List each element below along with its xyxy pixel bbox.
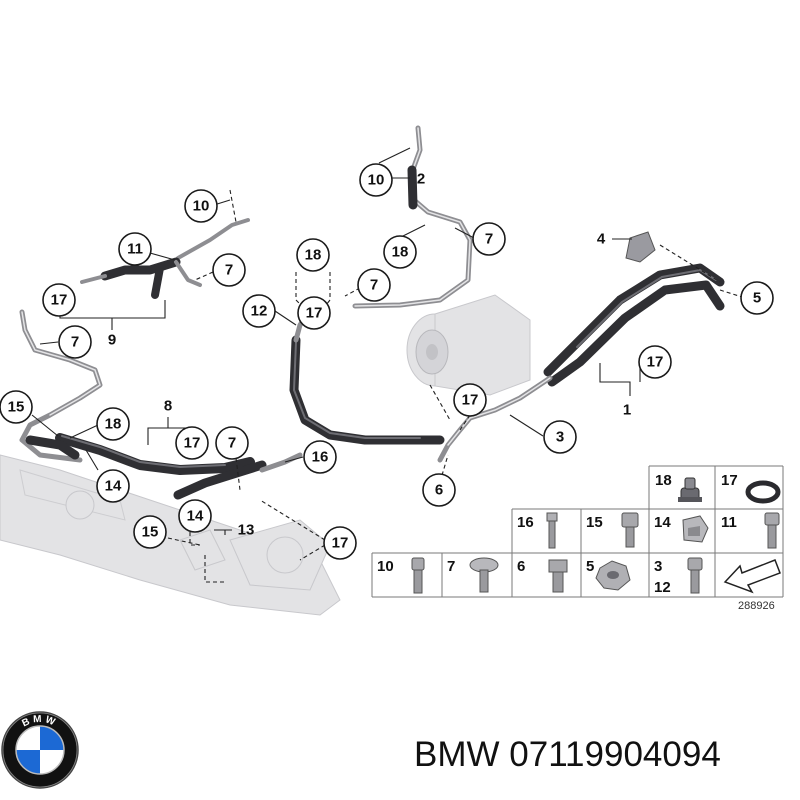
svg-text:15: 15 xyxy=(8,399,25,416)
callout-11: 11 xyxy=(118,232,152,266)
table-label-6: 6 xyxy=(517,558,525,575)
svg-text:7: 7 xyxy=(485,231,493,248)
callout-12: 12 xyxy=(242,294,276,328)
callout-5: 5 xyxy=(740,281,774,315)
hose-lines xyxy=(19,125,725,500)
svg-text:8: 8 xyxy=(164,398,172,415)
callout-7e: 7 xyxy=(215,426,249,460)
svg-text:7: 7 xyxy=(370,277,378,294)
callout-10a: 10 xyxy=(359,163,393,197)
svg-text:6: 6 xyxy=(435,482,443,499)
table-label-10: 10 xyxy=(377,558,394,575)
svg-text:7: 7 xyxy=(71,334,79,351)
callout-10b: 10 xyxy=(184,189,218,223)
svg-text:11: 11 xyxy=(127,241,143,258)
callout-4: 4 xyxy=(597,231,606,248)
svg-text:17: 17 xyxy=(332,535,349,552)
part-icon-grommet xyxy=(678,477,702,502)
table-label-12: 12 xyxy=(654,579,671,596)
part-icon-clamp xyxy=(682,515,709,543)
arrow-symbol-icon xyxy=(723,559,781,594)
svg-text:BMW: BMW xyxy=(20,714,59,730)
svg-text:7: 7 xyxy=(225,262,233,279)
svg-text:3: 3 xyxy=(556,429,564,446)
svg-text:4: 4 xyxy=(597,231,606,248)
svg-text:9: 9 xyxy=(108,332,116,349)
callout-2: 2 xyxy=(417,171,425,188)
part-icon-bolt-16 xyxy=(546,512,558,549)
part-icon-socket-screw-15 xyxy=(621,512,639,548)
svg-text:17: 17 xyxy=(51,292,68,309)
power-steering-pump-ghost xyxy=(406,294,531,396)
callout-17a: 17 xyxy=(42,283,76,317)
callout-18c: 18 xyxy=(96,407,130,441)
table-label-5: 5 xyxy=(586,558,594,575)
table-label-16: 16 xyxy=(517,514,534,531)
callout-17c: 17 xyxy=(638,345,672,379)
part-icon-o-ring xyxy=(745,480,781,504)
table-label-17: 17 xyxy=(721,472,738,489)
svg-text:17: 17 xyxy=(462,392,479,409)
reference-code: 288926 xyxy=(738,600,775,612)
callout-7d: 7 xyxy=(58,325,92,359)
table-label-11: 11 xyxy=(721,514,737,531)
bmw-logo: BMW xyxy=(1,711,79,789)
callout-9: 9 xyxy=(108,332,116,349)
part-icon-screw-10 xyxy=(411,557,425,594)
callout-18a: 18 xyxy=(296,238,330,272)
svg-text:17: 17 xyxy=(306,305,323,322)
svg-text:10: 10 xyxy=(193,198,210,215)
svg-text:18: 18 xyxy=(392,244,409,261)
callout-16: 16 xyxy=(303,440,337,474)
callout-8: 8 xyxy=(164,398,172,415)
svg-text:7: 7 xyxy=(228,435,236,452)
callout-1: 1 xyxy=(623,402,631,419)
callout-17d: 17 xyxy=(453,383,487,417)
callout-18b: 18 xyxy=(383,235,417,269)
svg-text:17: 17 xyxy=(184,435,201,452)
table-label-18: 18 xyxy=(655,472,672,489)
svg-text:16: 16 xyxy=(312,449,329,466)
callout-13: 13 xyxy=(238,522,255,539)
callout-7b: 7 xyxy=(357,268,391,302)
part-number-label: BMW 07119904094 xyxy=(414,735,721,774)
callout-14a: 14 xyxy=(96,469,130,503)
svg-text:12: 12 xyxy=(251,303,268,320)
svg-text:14: 14 xyxy=(187,508,204,525)
svg-text:5: 5 xyxy=(753,290,761,307)
svg-text:15: 15 xyxy=(142,524,159,541)
part-icon-hex-bolt-6 xyxy=(548,559,568,593)
parts-table: 18 17 16 15 14 11 10 7 6 5 3 12 xyxy=(371,465,784,612)
callout-7c: 7 xyxy=(212,253,246,287)
svg-text:10: 10 xyxy=(368,172,385,189)
steering-rack-ghost xyxy=(0,454,341,616)
callout-17e: 17 xyxy=(175,426,209,460)
callout-7a: 7 xyxy=(472,222,506,256)
callout-15a: 15 xyxy=(0,390,33,424)
callout-3: 3 xyxy=(543,420,577,454)
svg-text:18: 18 xyxy=(105,416,122,433)
svg-text:13: 13 xyxy=(238,522,255,539)
table-label-15: 15 xyxy=(586,514,603,531)
part-icon-socket-screw-11 xyxy=(764,512,780,549)
svg-text:17: 17 xyxy=(647,354,664,371)
table-label-7: 7 xyxy=(447,558,455,575)
svg-text:18: 18 xyxy=(305,247,322,264)
callout-6: 6 xyxy=(422,473,456,507)
part-icon-nut-5 xyxy=(595,560,631,591)
svg-text:14: 14 xyxy=(105,478,122,495)
part-icon-screw-3-12 xyxy=(687,557,703,594)
callout-14b: 14 xyxy=(178,499,212,533)
svg-text:1: 1 xyxy=(623,402,631,419)
table-label-14: 14 xyxy=(654,514,671,531)
callout-17f: 17 xyxy=(323,526,357,560)
table-label-3: 3 xyxy=(654,558,662,575)
callout-15b: 15 xyxy=(133,515,167,549)
callout-17b: 17 xyxy=(297,296,331,330)
svg-text:2: 2 xyxy=(417,171,425,188)
part-icon-flange-screw-7 xyxy=(469,557,499,593)
